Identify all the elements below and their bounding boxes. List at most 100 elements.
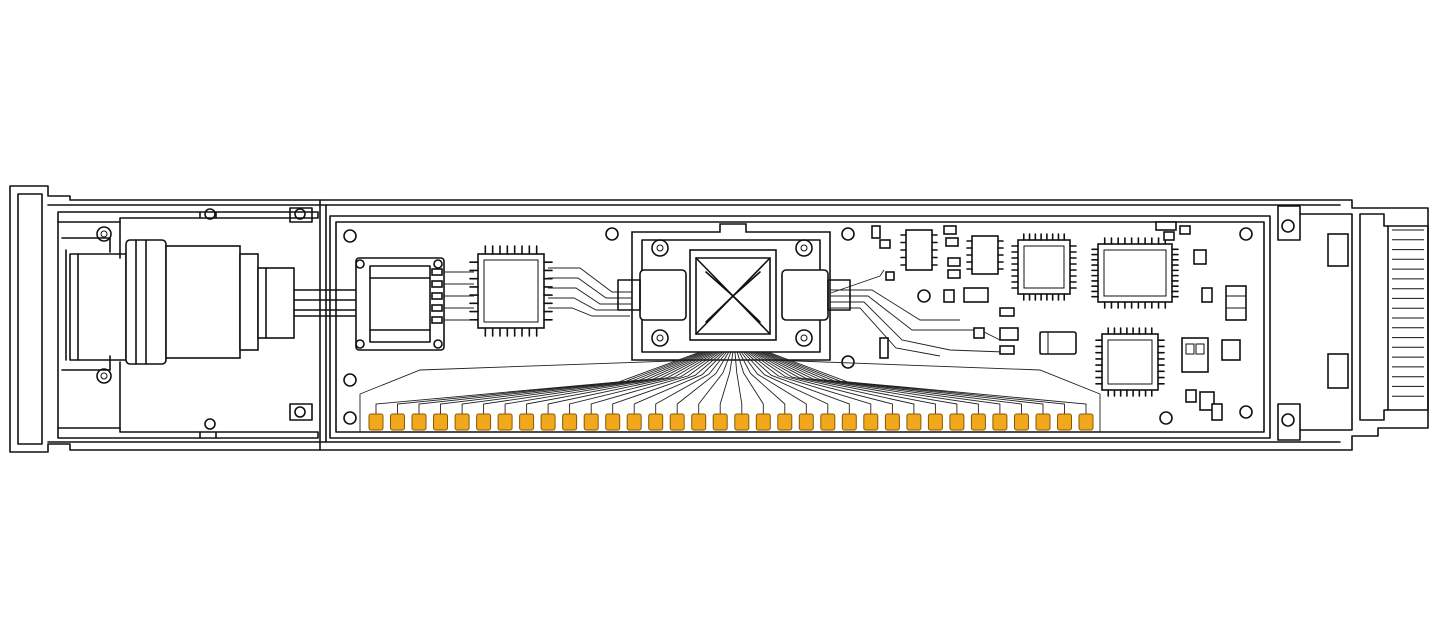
contact-trace <box>753 351 936 414</box>
contact-trace <box>767 351 1087 414</box>
contact-pad <box>927 413 943 431</box>
contact-pad <box>1014 413 1029 431</box>
contact-trace <box>719 351 734 414</box>
contact-trace <box>757 351 979 414</box>
contact-trace <box>633 351 726 414</box>
contact-pad-row <box>368 413 1094 431</box>
osa-corner-hole <box>433 339 443 349</box>
contact-pad <box>949 413 965 431</box>
contact-pad <box>691 413 707 431</box>
laser-driver-chip-die <box>1107 339 1153 385</box>
contact-pad <box>411 413 427 431</box>
soic-chip-1 <box>905 229 933 271</box>
contact-trace <box>734 351 743 414</box>
contact-pad <box>497 413 513 431</box>
contact-trace <box>751 351 915 414</box>
contact-trace <box>397 351 703 414</box>
contact-trace <box>676 351 730 414</box>
osa-corner-hole <box>433 259 443 269</box>
contact-pad <box>863 413 879 431</box>
contact-trace <box>698 351 732 414</box>
signal-traces <box>444 267 1005 357</box>
contact-pad <box>562 413 578 431</box>
optical-subassembly <box>355 257 445 351</box>
osa-pin <box>431 280 443 288</box>
osa-pin <box>431 316 443 324</box>
cdr-chip-die <box>1103 249 1167 297</box>
fan-border <box>359 359 701 432</box>
osa-corner-hole <box>355 339 365 349</box>
contact-trace <box>742 351 829 414</box>
contact-pad <box>712 413 728 431</box>
contact-trace <box>736 351 764 414</box>
contact-trace <box>755 351 958 414</box>
mcu-chip-die <box>1023 245 1065 289</box>
osa-pin <box>431 268 443 276</box>
contact-trace <box>461 351 709 414</box>
contact-pad <box>777 413 793 431</box>
contact-pad <box>476 413 492 431</box>
control-chips <box>871 221 1247 421</box>
contact-pad <box>626 413 642 431</box>
contact-trace <box>569 351 719 414</box>
contact-trace <box>738 351 786 414</box>
contact-pad <box>583 413 599 431</box>
contact-trace <box>590 351 721 414</box>
contact-trace <box>759 351 1001 414</box>
contact-pad <box>734 413 750 431</box>
fan-border <box>769 359 1101 432</box>
contact-trace <box>749 351 893 414</box>
contact-trace <box>744 351 850 414</box>
contact-pad <box>605 413 621 431</box>
outer-housing <box>9 185 1429 453</box>
contact-trace <box>761 351 1022 414</box>
contact-trace <box>440 351 707 414</box>
contact-pad <box>454 413 470 431</box>
contact-trace <box>526 351 715 414</box>
contact-trace <box>747 351 872 414</box>
contact-pad <box>669 413 685 431</box>
contact-trace <box>547 351 717 414</box>
contact-trace <box>483 351 711 414</box>
optical-connector <box>57 207 357 439</box>
contact-pad <box>992 413 1008 431</box>
contact-pad <box>798 413 814 431</box>
contact-trace <box>504 351 713 414</box>
contact-trace <box>765 351 1065 414</box>
contact-trace <box>763 351 1044 414</box>
contact-pad <box>433 413 448 431</box>
prism-module <box>617 223 851 361</box>
driver-chip <box>469 245 553 337</box>
contact-trace <box>375 351 701 414</box>
laser-driver-chip-body <box>1101 333 1159 391</box>
contact-pad <box>648 413 664 431</box>
contact-trace <box>418 351 705 414</box>
cdr-chip-body <box>1097 243 1173 303</box>
contact-traces <box>359 351 1101 432</box>
osa-pin <box>431 292 443 300</box>
gold-fingers <box>1392 229 1424 397</box>
contact-pad <box>368 413 384 431</box>
contact-pad <box>519 413 535 431</box>
osa-pin <box>431 304 443 312</box>
contact-pad <box>1057 413 1072 431</box>
mcu-chip-body <box>1017 239 1071 295</box>
contact-trace <box>655 351 728 414</box>
contact-trace <box>612 351 723 414</box>
contact-pad <box>841 413 857 431</box>
contact-pad <box>390 413 405 431</box>
contact-pad <box>820 413 836 431</box>
contact-pad <box>970 413 986 431</box>
contact-pad <box>906 413 922 431</box>
osa-corner-hole <box>355 259 365 269</box>
soic-chip-2 <box>971 235 999 275</box>
contact-pad <box>540 413 556 431</box>
contact-pad <box>755 413 771 431</box>
contact-trace <box>740 351 807 414</box>
contact-pad <box>884 413 900 431</box>
driver-chip-body <box>477 253 545 329</box>
driver-chip-die <box>483 259 539 323</box>
edge-connector <box>1277 205 1429 441</box>
